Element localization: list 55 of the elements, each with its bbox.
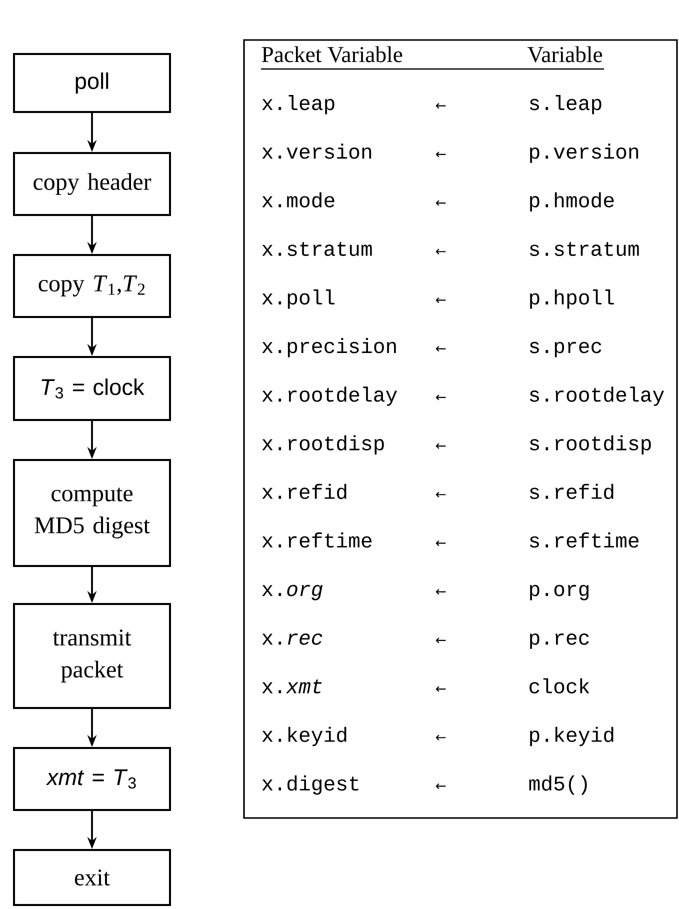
- variable: p.hmode: [530, 192, 614, 212]
- packet-variable: x.rootdelay: [262, 386, 397, 406]
- assignment-arrow: ←: [436, 248, 446, 254]
- process-box: T$_{3}$ = clock: [13, 356, 171, 421]
- assignment-arrow: ←: [436, 734, 446, 740]
- assignment-arrow: ←: [436, 346, 446, 352]
- variable: s.rootdelay: [530, 386, 664, 406]
- variable: s.reftime: [530, 532, 638, 548]
- variable: p.hpoll: [530, 289, 614, 309]
- packet-variable: x.stratum: [262, 242, 372, 256]
- packet-variable: x.xmt: [262, 679, 322, 694]
- process-box: xmt = T$_{3}$: [13, 747, 171, 811]
- process-box: exit: [13, 849, 171, 906]
- variable: clock: [530, 678, 590, 694]
- assignment-arrow: ←: [436, 783, 446, 790]
- process-box: poll: [13, 53, 171, 113]
- variable: md5(): [529, 775, 587, 795]
- column-header: Packet Variable: [262, 46, 402, 62]
- packet-variable: x.keyid: [262, 726, 346, 746]
- variable: s.refid: [530, 484, 614, 500]
- assignment-arrow: ←: [436, 540, 446, 546]
- packet-variable: x.rootdisp: [262, 435, 384, 454]
- process-box: copy header: [13, 152, 171, 216]
- variable: s.leap: [530, 95, 602, 114]
- assignment-arrow: ←: [436, 588, 446, 595]
- assignment-arrow: ←: [436, 152, 446, 158]
- assignment-arrow: ←: [436, 638, 446, 644]
- packet-variable: x.version: [262, 144, 372, 159]
- assignment-arrow: ←: [436, 492, 446, 498]
- assignment-arrow: ←: [436, 686, 446, 692]
- variable: s.prec: [530, 342, 602, 358]
- packet-variable: x.digest: [262, 775, 358, 795]
- variable: p.version: [530, 144, 638, 163]
- process-box: copy T$_{1}$,T$_{2}$: [13, 254, 171, 318]
- packet-variable: x.refid: [262, 484, 346, 500]
- process-box: compute MD5 digest: [13, 459, 171, 567]
- packet-variable: x.mode: [262, 192, 334, 208]
- packet-variable: x.rec: [262, 633, 322, 645]
- packet-variable: x.reftime: [262, 532, 372, 548]
- variable: s.rootdisp: [530, 435, 651, 454]
- process-box: transmit packet: [13, 603, 171, 709]
- assignment-arrow: ←: [436, 297, 446, 304]
- assignment-arrow: ←: [436, 443, 446, 449]
- assignment-arrow: ←: [436, 200, 446, 206]
- packet-variable: x.org: [262, 584, 323, 600]
- assignment-arrow: ←: [436, 102, 446, 109]
- packet-variable: x.poll: [262, 289, 335, 309]
- packet-variable: x.leap: [262, 95, 334, 114]
- column-header: Variable: [528, 46, 602, 62]
- variable: s.stratum: [530, 242, 639, 256]
- packet-variable: x.precision: [262, 338, 396, 358]
- variable: p.rec: [530, 633, 589, 649]
- variable: p.keyid: [530, 726, 614, 746]
- variable: p.org: [530, 584, 588, 600]
- assignment-arrow: ←: [436, 394, 446, 400]
